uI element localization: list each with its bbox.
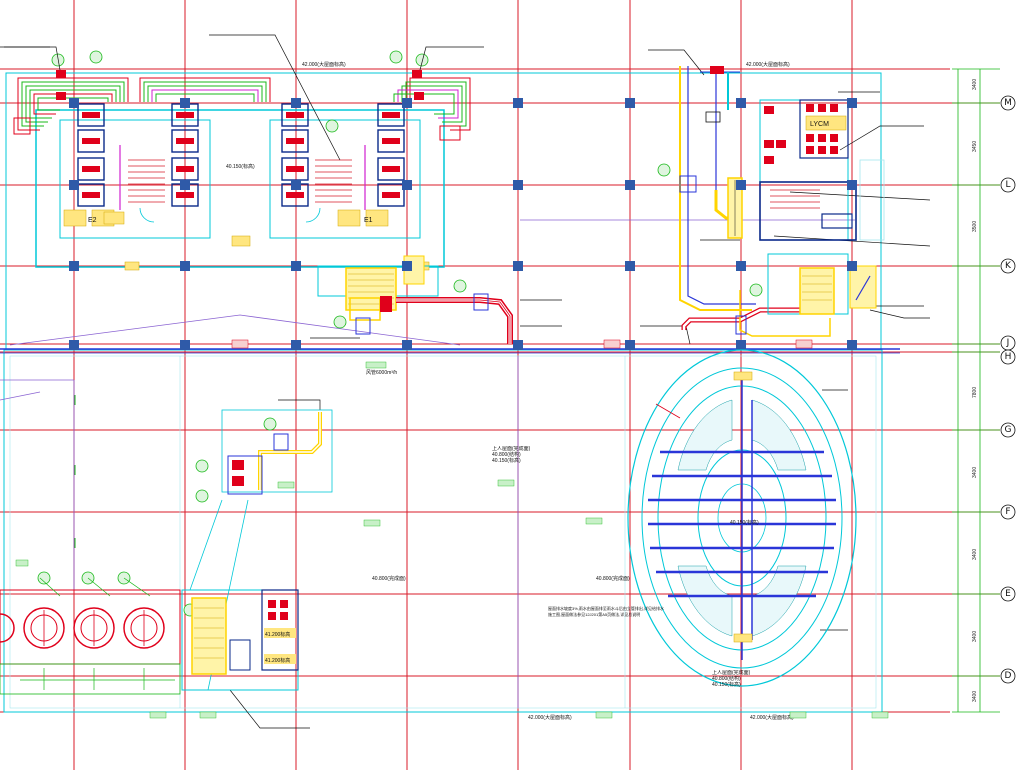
right-plant-room: LYCM — [759, 99, 885, 315]
right-upper-ducts — [679, 66, 832, 337]
axis-bubble-l: L — [1000, 177, 1016, 193]
axis-bubble-f: F — [1000, 504, 1016, 520]
elevator-e1-label: E1 — [364, 217, 373, 224]
svg-text:3400: 3400 — [972, 631, 978, 642]
dimension-values: 3400 3450 3500 7800 3400 3400 3400 3400 — [972, 79, 978, 702]
green-tags — [15, 361, 889, 719]
svg-text:D: D — [1005, 671, 1012, 681]
left-lower-rooms: 41.200标高 41.200标高 — [181, 589, 299, 691]
svg-text:G: G — [1005, 425, 1012, 435]
axis-dimension-chain — [952, 68, 1000, 713]
svg-text:L: L — [1005, 180, 1010, 190]
axis-bubble-g: G — [1000, 422, 1016, 438]
svg-text:3400: 3400 — [972, 691, 978, 702]
left-room-elevation-2: 41.200标高 — [265, 657, 290, 664]
axis-bubble-d: D — [1000, 668, 1016, 684]
elevator-labels — [82, 112, 400, 198]
note-long: 屋面排水坡度3%,雨水由屋面排至雨水斗后由立管排出,详见给排水 施工图,屋面做法… — [548, 606, 665, 617]
elevation-mid-left: 40.800(完成面) — [372, 575, 406, 582]
left-core-elevation: 40.150(标高) — [226, 163, 255, 170]
note-center-block: 上人屋面(完成面) 40.800(结构) 40.150(标高) — [492, 446, 531, 464]
axis-bubble-k: K — [1000, 258, 1016, 274]
exhaust-fans — [0, 577, 181, 695]
svg-text:F: F — [1005, 507, 1010, 517]
stage-tags — [733, 371, 753, 643]
yellow-tags — [63, 209, 430, 271]
note-center-lower: 上人屋面(完成面) 40.800(结构) 40.150(标高) — [712, 670, 751, 688]
top-duct-equipment — [56, 70, 424, 100]
svg-text:E: E — [1005, 589, 1011, 599]
left-stair — [128, 159, 165, 203]
stage-center-line — [741, 380, 753, 660]
svg-text:J: J — [1006, 338, 1010, 348]
stage-elevation: 40.150(标高) — [730, 519, 759, 526]
note-center-lower-text: 上人屋面(完成面) 40.800(结构) 40.150(标高) — [712, 670, 751, 688]
axis-bubble-m: M — [1000, 95, 1016, 111]
stage-ellipse — [627, 349, 857, 687]
elevation-bottom-left: 42.000(大屋面标高) — [528, 714, 572, 721]
svg-text:3500: 3500 — [972, 221, 978, 232]
duct-speed-note: 风管6000m³/h — [366, 369, 397, 376]
center-duct-run — [317, 255, 513, 344]
elevation-labels: 42.000(大屋面标高) 42.000(大屋面标高) 42.000(大屋面标高… — [302, 61, 794, 721]
elevation-bottom-right: 42.000(大屋面标高) — [750, 714, 794, 721]
elevation-top-right: 42.000(大屋面标高) — [746, 61, 790, 68]
left-room-elevation-1: 41.200标高 — [265, 631, 290, 638]
elevation-top-left: 42.000(大屋面标高) — [302, 61, 346, 68]
left-core: E2 E1 40.150(标高) — [35, 103, 445, 271]
note-long-text: 屋面排水坡度3%,雨水由屋面排至雨水斗后由立管排出,详见给排水 施工图,屋面做法… — [548, 606, 665, 617]
axis-bubble-h: H — [1000, 349, 1016, 365]
svg-text:M: M — [1004, 98, 1012, 108]
red-vents — [231, 339, 813, 349]
svg-text:K: K — [1005, 261, 1012, 271]
note-center-block-text: 上人屋面(完成面) 40.800(结构) 40.150(标高) — [492, 446, 531, 464]
svg-text:3450: 3450 — [972, 141, 978, 152]
svg-text:3400: 3400 — [972, 467, 978, 478]
elevation-mid-right: 40.800(完成面) — [596, 575, 630, 582]
elevator-e2-label: E2 — [88, 217, 97, 224]
axis-bubble-j: J — [1000, 335, 1016, 351]
svg-text:3400: 3400 — [972, 79, 978, 90]
leader-lines — [0, 34, 931, 729]
duct-bundle-left — [13, 77, 471, 141]
valve-callouts — [37, 50, 763, 617]
elevator-shafts — [77, 103, 405, 207]
svg-text:7800: 7800 — [972, 387, 978, 398]
structural-columns — [69, 98, 857, 350]
grid-lines — [0, 0, 1000, 770]
svg-text:H: H — [1005, 352, 1012, 362]
svg-text:3400: 3400 — [972, 549, 978, 560]
building-outline — [0, 72, 900, 713]
right-stair — [315, 159, 352, 203]
axis-bubble-e: E — [1000, 586, 1016, 602]
lvcm-label: LYCM — [810, 121, 829, 128]
